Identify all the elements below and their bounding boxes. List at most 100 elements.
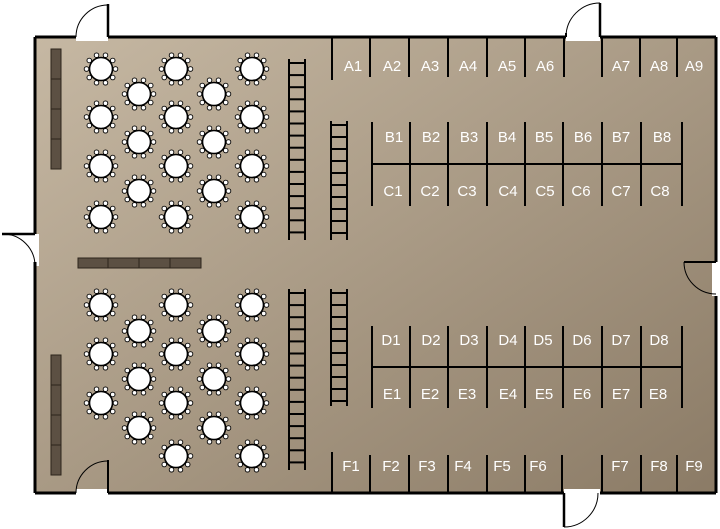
chair: [199, 82, 206, 89]
chair: [263, 214, 270, 220]
booth-E6[interactable]: E6: [573, 386, 591, 403]
booth-D2[interactable]: D2: [421, 332, 440, 349]
booth-C7[interactable]: C7: [611, 183, 630, 200]
table-top: [163, 341, 189, 367]
booth-A8[interactable]: A8: [650, 58, 668, 75]
booth-D6[interactable]: D6: [572, 332, 591, 349]
chair: [177, 228, 184, 234]
booth-C4[interactable]: C4: [498, 183, 517, 200]
chair: [177, 52, 184, 58]
chair: [121, 91, 128, 97]
chair: [93, 414, 100, 420]
chair: [253, 365, 260, 371]
booth-B5[interactable]: B5: [535, 129, 553, 146]
round-table: [196, 362, 232, 396]
chair: [140, 153, 147, 159]
booth-D1[interactable]: D1: [381, 332, 400, 349]
chair: [131, 202, 138, 208]
chair: [253, 149, 260, 155]
round-table: [196, 411, 232, 445]
chair: [199, 367, 206, 374]
booth-B8[interactable]: B8: [653, 129, 671, 146]
chair: [244, 52, 251, 58]
chair: [184, 359, 191, 366]
booth-A7[interactable]: A7: [612, 58, 630, 75]
booth-D3[interactable]: D3: [459, 332, 478, 349]
chair: [206, 411, 213, 417]
chair: [102, 200, 109, 206]
booth-F7[interactable]: F7: [611, 458, 629, 475]
chair: [86, 57, 93, 64]
booth-B1[interactable]: B1: [385, 129, 403, 146]
chair: [199, 130, 206, 137]
booth-D7[interactable]: D7: [611, 332, 630, 349]
chair: [86, 105, 93, 112]
booth-E7[interactable]: E7: [612, 386, 630, 403]
chair: [260, 293, 267, 300]
booth-E2[interactable]: E2: [421, 386, 439, 403]
chair: [109, 391, 116, 398]
booth-A6[interactable]: A6: [536, 58, 554, 75]
booth-B4[interactable]: B4: [498, 129, 516, 146]
booth-A4[interactable]: A4: [459, 58, 477, 75]
booth-C2[interactable]: C2: [420, 183, 439, 200]
chair: [112, 302, 119, 308]
chair: [199, 147, 206, 154]
chair: [161, 391, 168, 398]
booth-F6[interactable]: F6: [529, 458, 547, 475]
booth-A2[interactable]: A2: [383, 58, 401, 75]
chair: [234, 214, 241, 220]
booth-C8[interactable]: C8: [650, 183, 669, 200]
round-table: [83, 288, 119, 322]
booth-F5[interactable]: F5: [493, 458, 511, 475]
chair: [196, 188, 203, 194]
chair: [237, 122, 244, 129]
chair: [131, 125, 138, 131]
chair: [86, 154, 93, 161]
booth-E4[interactable]: E4: [499, 386, 517, 403]
chair: [215, 390, 222, 396]
chair: [131, 153, 138, 159]
booth-E5[interactable]: E5: [535, 386, 553, 403]
chair: [168, 337, 175, 343]
booth-F9[interactable]: F9: [685, 458, 703, 475]
booth-B6[interactable]: B6: [574, 129, 592, 146]
booth-E8[interactable]: E8: [649, 386, 667, 403]
chair: [168, 439, 175, 445]
chair: [237, 359, 244, 366]
chair: [234, 163, 241, 169]
booth-A5[interactable]: A5: [498, 58, 516, 75]
chair: [244, 439, 251, 445]
chair: [237, 205, 244, 212]
booth-C6[interactable]: C6: [571, 183, 590, 200]
booth-B3[interactable]: B3: [460, 129, 478, 146]
chair: [253, 439, 260, 445]
chair: [187, 302, 194, 308]
booth-F8[interactable]: F8: [650, 458, 668, 475]
chair: [168, 316, 175, 322]
booth-C1[interactable]: C1: [383, 183, 402, 200]
booth-A3[interactable]: A3: [421, 58, 439, 75]
round-table: [196, 125, 232, 159]
booth-E1[interactable]: E1: [383, 386, 401, 403]
booth-C5[interactable]: C5: [535, 183, 554, 200]
booth-D8[interactable]: D8: [649, 332, 668, 349]
booth-C3[interactable]: C3: [457, 183, 476, 200]
chair: [102, 386, 109, 392]
chair: [161, 171, 168, 178]
booth-D4[interactable]: D4: [498, 332, 517, 349]
chair: [187, 351, 194, 357]
booth-B2[interactable]: B2: [422, 129, 440, 146]
booth-A1[interactable]: A1: [344, 58, 362, 75]
booth-A9[interactable]: A9: [685, 58, 703, 75]
booth-B7[interactable]: B7: [612, 129, 630, 146]
booth-F2[interactable]: F2: [382, 458, 400, 475]
booth-F1[interactable]: F1: [342, 458, 360, 475]
chair: [184, 461, 191, 468]
booth-F4[interactable]: F4: [454, 458, 472, 475]
chair: [140, 174, 147, 180]
booth-D5[interactable]: D5: [533, 332, 552, 349]
booth-E3[interactable]: E3: [458, 386, 476, 403]
booth-F3[interactable]: F3: [418, 458, 436, 475]
chair: [131, 390, 138, 396]
